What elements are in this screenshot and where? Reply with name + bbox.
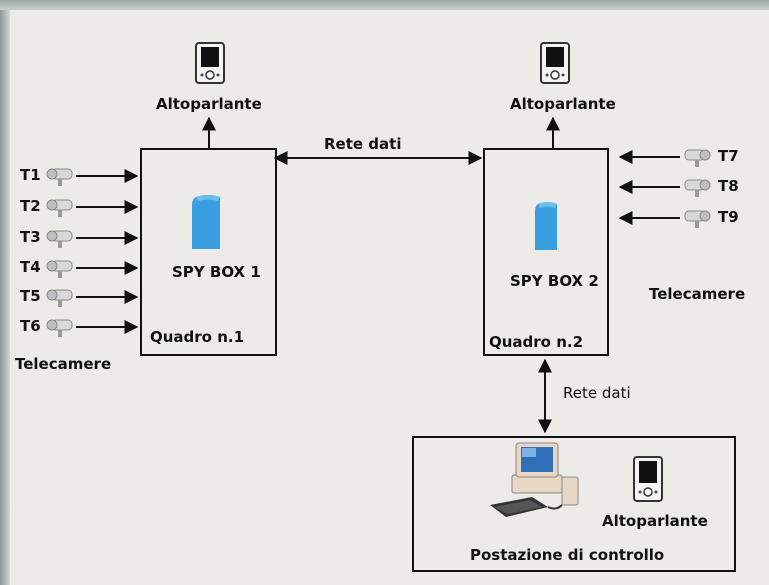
spy-box-icon bbox=[192, 195, 220, 249]
camera-icon bbox=[46, 260, 73, 278]
panel-box-2 bbox=[483, 148, 609, 356]
panel-1-label: Quadro n.1 bbox=[150, 328, 245, 346]
camera-icon bbox=[684, 179, 711, 197]
camera-label-t7: T7 bbox=[718, 147, 739, 165]
speaker-icon bbox=[633, 456, 663, 502]
camera-icon bbox=[684, 149, 711, 167]
camera-icon bbox=[46, 289, 73, 307]
network-label-vertical: Rete dati bbox=[563, 384, 631, 402]
spy-box-icon bbox=[535, 202, 557, 250]
speaker-label-control: Altoparlante bbox=[602, 512, 708, 530]
camera-label-t5: T5 bbox=[20, 287, 41, 305]
panel-box-1 bbox=[140, 148, 277, 356]
camera-icon bbox=[684, 210, 711, 228]
cameras-left-label: Telecamere bbox=[15, 355, 112, 373]
camera-label-t9: T9 bbox=[718, 208, 739, 226]
control-station-box bbox=[412, 436, 736, 572]
network-label-top: Rete dati bbox=[324, 135, 402, 153]
camera-label-t8: T8 bbox=[718, 177, 739, 195]
speaker-label-left: Altoparlante bbox=[156, 95, 262, 113]
camera-label-t6: T6 bbox=[20, 317, 41, 335]
camera-icon bbox=[46, 230, 73, 248]
camera-icon bbox=[46, 319, 73, 337]
panel-2-label: Quadro n.2 bbox=[489, 333, 584, 351]
camera-label-t4: T4 bbox=[20, 258, 41, 276]
spy-box-2-label: SPY BOX 2 bbox=[510, 272, 599, 290]
camera-icon bbox=[46, 199, 73, 217]
spy-box-1-label: SPY BOX 1 bbox=[172, 263, 261, 281]
camera-label-t3: T3 bbox=[20, 228, 41, 246]
camera-label-t1: T1 bbox=[20, 166, 41, 184]
scan-border-top bbox=[0, 0, 769, 10]
camera-icon bbox=[46, 168, 73, 186]
speaker-label-right: Altoparlante bbox=[510, 95, 616, 113]
speaker-icon bbox=[195, 42, 225, 84]
computer-icon bbox=[490, 442, 579, 517]
speaker-icon bbox=[540, 42, 570, 84]
scan-border-left bbox=[0, 10, 10, 585]
control-station-label: Postazione di controllo bbox=[470, 546, 665, 564]
cameras-right-label: Telecamere bbox=[649, 285, 746, 303]
camera-label-t2: T2 bbox=[20, 197, 41, 215]
